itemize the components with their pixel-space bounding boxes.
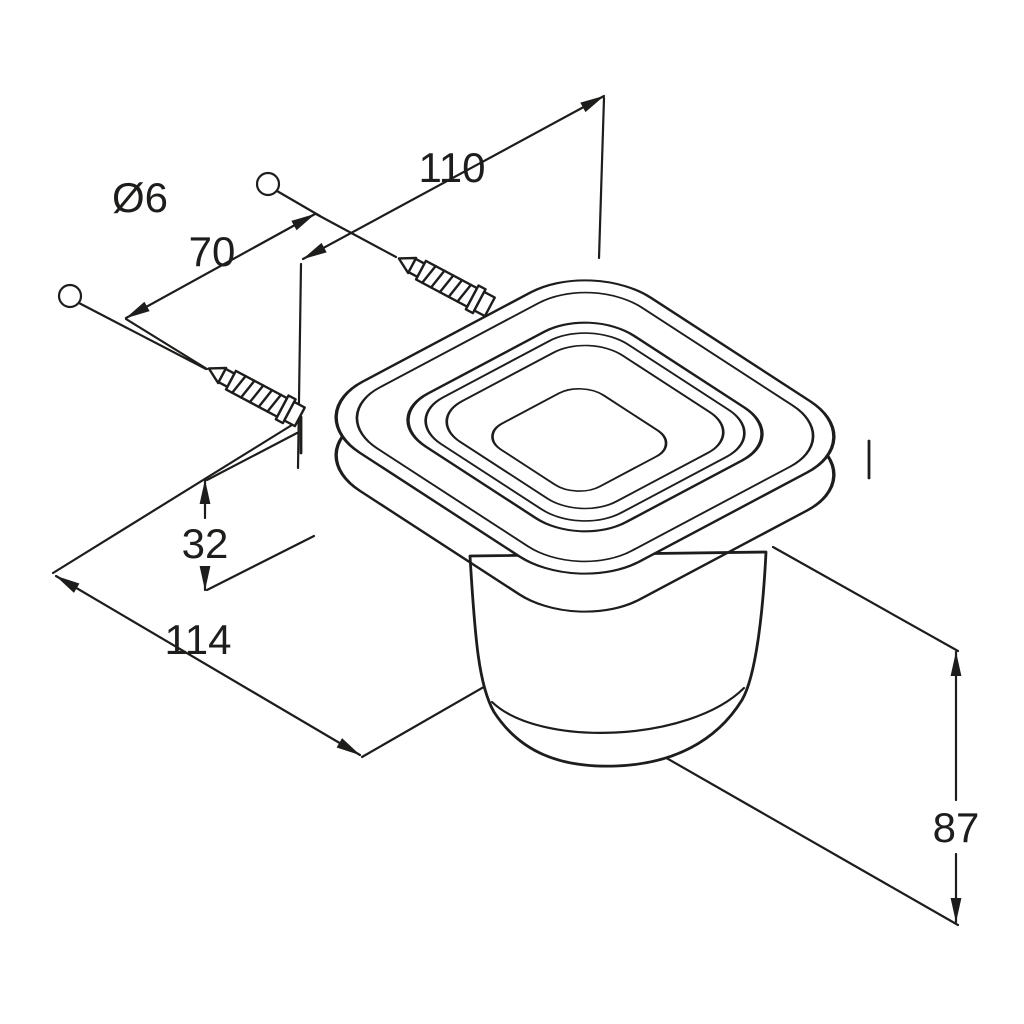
dimension-114: 114 bbox=[51, 418, 578, 759]
dim-label-110: 110 bbox=[419, 144, 486, 191]
dim-87-extension-line bbox=[771, 545, 960, 653]
dim-87-extension-line bbox=[626, 734, 960, 927]
wall-anchor-lower bbox=[201, 355, 308, 430]
tumbler-holder bbox=[299, 279, 871, 768]
dim-label-32: 32 bbox=[182, 520, 229, 567]
rim-top-face bbox=[334, 279, 836, 575]
hole-marker-circle bbox=[255, 171, 281, 197]
dim-label-70: 70 bbox=[189, 228, 236, 275]
dim-114-line bbox=[54, 574, 362, 757]
dim-label-diameter: Ø6 bbox=[112, 174, 168, 221]
glass-rim bbox=[445, 344, 725, 510]
dim-70-line bbox=[124, 212, 317, 320]
opening-inner-edge bbox=[424, 332, 746, 522]
hole-leader-line bbox=[77, 301, 208, 371]
glass-inner-bottom bbox=[491, 388, 668, 492]
wall-anchor-upper bbox=[391, 245, 498, 320]
glass-body bbox=[468, 550, 768, 768]
dimension-70: 70 bbox=[124, 212, 398, 371]
rim-underside-outline bbox=[334, 436, 836, 613]
dim-32-extension-line bbox=[205, 431, 299, 482]
dimension-110: 110 bbox=[296, 94, 606, 470]
dim-label-114: 114 bbox=[165, 616, 232, 663]
dim-70-extension-line bbox=[124, 317, 209, 371]
hole-leader-line bbox=[275, 189, 322, 218]
rim-underside bbox=[334, 436, 836, 613]
dim-110-extension-line bbox=[597, 96, 606, 260]
glass-bottom-edge bbox=[490, 686, 746, 734]
hole-marker-circle bbox=[57, 283, 83, 309]
dim-110-line bbox=[301, 94, 606, 261]
dim-label-87: 87 bbox=[933, 804, 980, 851]
dimension-87: 87 bbox=[626, 545, 980, 927]
hole-markers: Ø6 bbox=[57, 171, 322, 371]
rim-edge-contour bbox=[355, 291, 815, 563]
dim-114-extension-line bbox=[51, 418, 302, 575]
dimension-32: 32 bbox=[182, 431, 316, 592]
dim-70-extension-line bbox=[314, 212, 398, 259]
